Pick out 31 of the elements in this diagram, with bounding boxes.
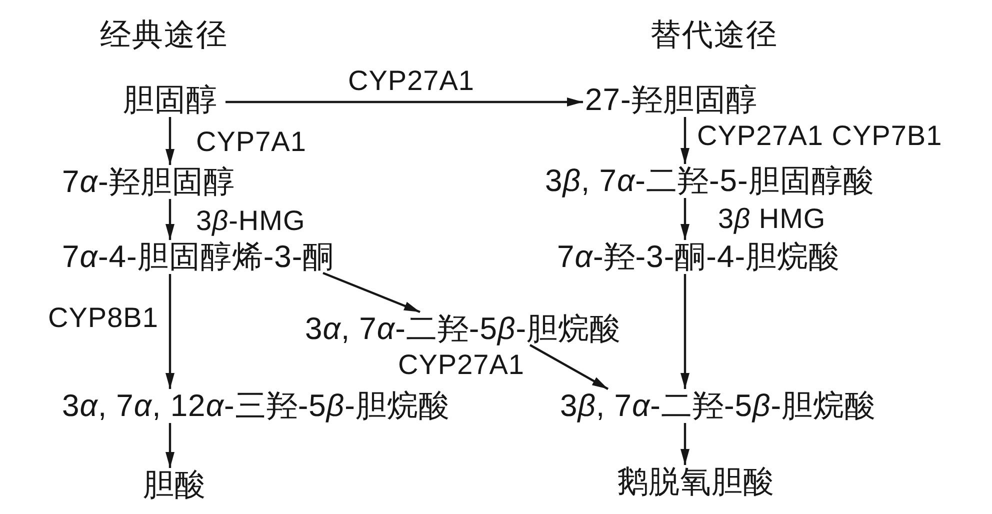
edge-label: CYP8B1 (48, 304, 158, 332)
arrow (680, 117, 690, 164)
column-heading: 替代途径 (650, 19, 778, 50)
edge-label: CYP27A1 CYP7B1 (697, 122, 942, 150)
edge-label: CYP7A1 (196, 128, 306, 156)
arrow (166, 199, 174, 240)
compound-name: 鹅脱氧胆酸 (617, 466, 774, 497)
compound-name: 胆固醇 (123, 84, 218, 115)
arrow (680, 423, 690, 465)
arrow (166, 274, 174, 389)
arrow (166, 423, 174, 468)
edge-label: CYP27A1 (348, 67, 474, 95)
arrow (166, 117, 174, 165)
arrow (322, 272, 420, 314)
arrow (529, 344, 609, 390)
edge-label: 3β HMG (718, 205, 826, 233)
edge-label: CYP27A1 (398, 351, 524, 379)
compound-name: 7α-羟-3-酮-4-胆烷酸 (557, 241, 840, 272)
arrow (680, 198, 690, 240)
compound-name: 胆酸 (143, 469, 206, 500)
edge-label: 3β-HMG (196, 207, 306, 235)
compound-name: 27-羟胆固醇 (585, 84, 758, 115)
column-heading: 经典途径 (100, 19, 228, 50)
compound-name: 3β, 7α-二羟-5-胆固醇酸 (545, 165, 874, 196)
arrow (680, 274, 690, 389)
compound-name: 3α, 7α-二羟-5β-胆烷酸 (305, 313, 622, 344)
compound-name: 7α-羟胆固醇 (62, 166, 235, 197)
compound-name: 3α, 7α, 12α-三羟-5β-胆烷酸 (62, 390, 450, 421)
arrow (226, 98, 583, 106)
compound-name: 7α-4-胆固醇烯-3-酮 (62, 241, 334, 272)
compound-name: 3β, 7α-二羟-5β-胆烷酸 (560, 390, 876, 421)
